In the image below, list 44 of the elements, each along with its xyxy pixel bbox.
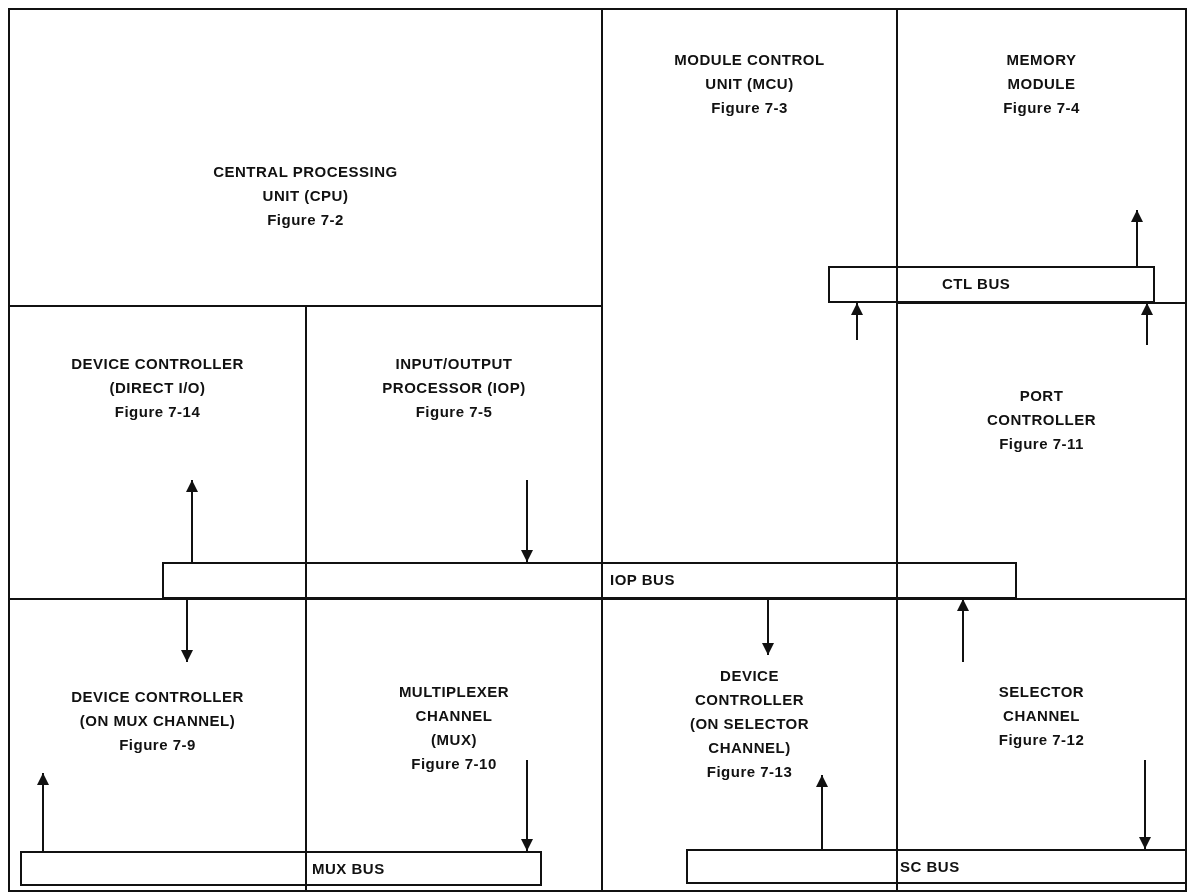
arrow xyxy=(851,302,863,341)
bus-label: IOP BUS xyxy=(610,570,675,590)
bus-label: SC BUS xyxy=(900,857,960,877)
arrow xyxy=(762,598,774,656)
module-title: DEVICE CONTROLLER (DIRECT I/O) xyxy=(70,354,245,398)
module-title: MULTIPLEXER CHANNEL (MUX) xyxy=(397,682,511,750)
bus-label: CTL BUS xyxy=(942,274,1011,294)
figure-reference: Figure 7-11 xyxy=(999,434,1084,454)
module-box xyxy=(8,598,307,892)
arrow xyxy=(521,759,533,852)
figure-reference: Figure 7-2 xyxy=(267,210,344,230)
arrow xyxy=(957,598,969,663)
figure-reference: Figure 7-10 xyxy=(411,754,497,774)
figure-reference: Figure 7-5 xyxy=(415,402,493,422)
bus-bar xyxy=(20,851,542,886)
figure-reference: Figure 7-3 xyxy=(711,98,788,118)
module-box xyxy=(8,8,603,307)
figure-reference: Figure 7-9 xyxy=(119,735,196,755)
module-box xyxy=(896,8,1187,304)
module-title: DEVICE CONTROLLER (ON MUX CHANNEL) xyxy=(70,687,245,731)
arrow xyxy=(1141,302,1153,346)
module-box xyxy=(896,598,1187,892)
figure-reference: Figure 7-14 xyxy=(114,402,201,422)
module-title: MODULE CONTROL UNIT (MCU) xyxy=(673,50,826,94)
bus-bar xyxy=(162,562,1017,599)
module-title: INPUT/OUTPUT PROCESSOR (IOP) xyxy=(381,354,527,398)
module-title: MEMORY MODULE xyxy=(1005,50,1078,94)
arrow xyxy=(1139,759,1151,850)
figure-reference: Figure 7-12 xyxy=(998,730,1085,750)
arrow xyxy=(186,479,198,563)
figure-reference: Figure 7-4 xyxy=(1003,98,1080,118)
bus-label: MUX BUS xyxy=(312,859,385,879)
module-title: SELECTOR CHANNEL xyxy=(997,682,1086,726)
arrow xyxy=(181,598,193,663)
module-title: DEVICE CONTROLLER (ON SELECTOR CHANNEL) xyxy=(688,666,811,758)
arrow xyxy=(37,772,49,852)
bus-bar xyxy=(828,266,1155,303)
arrow xyxy=(1131,209,1143,267)
bus-bar xyxy=(686,849,1187,884)
arrow xyxy=(521,479,533,563)
module-title: CENTRAL PROCESSING UNIT (CPU) xyxy=(212,162,399,206)
module-title: PORT CONTROLLER xyxy=(985,386,1098,430)
figure-reference: Figure 7-13 xyxy=(706,762,793,782)
arrow xyxy=(816,774,828,850)
